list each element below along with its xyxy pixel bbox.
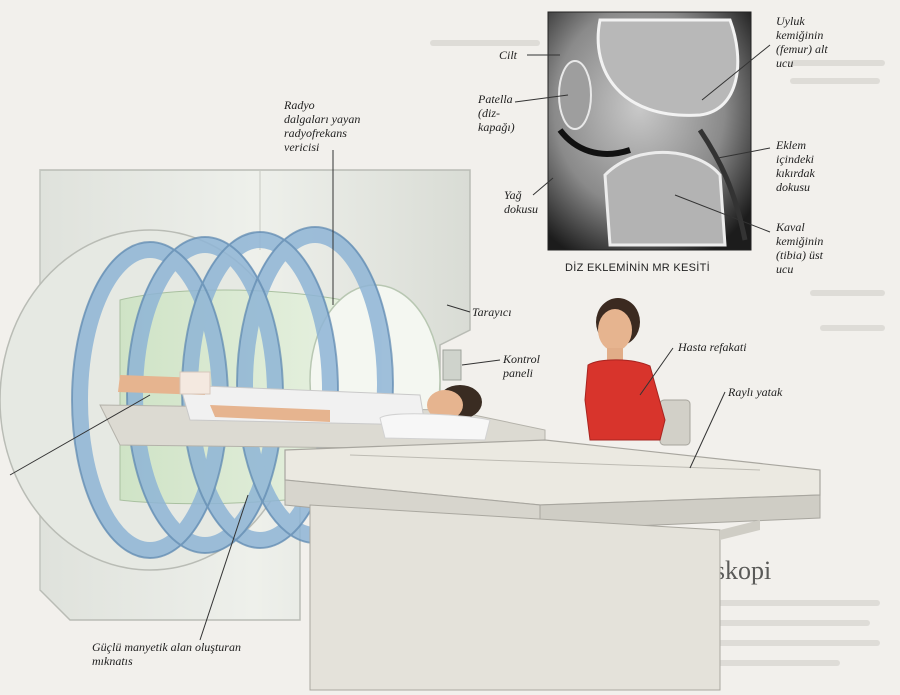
label-scanner: Tarayıcı	[472, 305, 512, 319]
label-magnet: Güçlü manyetik alan oluşturan mıknatıs	[92, 640, 241, 668]
label-cartilage: Eklem içindeki kıkırdak dokusu	[776, 138, 815, 194]
control-panel	[443, 350, 461, 380]
label-femur: Uyluk kemiğinin (femur) alt ucu	[776, 14, 828, 70]
label-patella: Patella (diz- kapağı)	[478, 92, 515, 134]
label-companion: Hasta refakati	[678, 340, 747, 354]
label-fat-tissue: Yağ dokusu	[504, 188, 538, 216]
knee-mri-image	[548, 12, 751, 250]
label-rail-bed: Raylı yatak	[728, 385, 782, 399]
rail-bed	[285, 440, 820, 690]
label-control-panel: Kontrol paneli	[503, 352, 540, 380]
label-rf-transmitter: Radyo dalgaları yayan radyofrekans veric…	[284, 98, 360, 154]
label-tibia: Kaval kemiğinin (tibia) üst ucu	[776, 220, 823, 276]
label-skin: Cilt	[499, 48, 517, 62]
companion-person	[585, 298, 690, 445]
mri-caption: DİZ EKLEMİNİN MR KESİTİ	[565, 262, 710, 274]
